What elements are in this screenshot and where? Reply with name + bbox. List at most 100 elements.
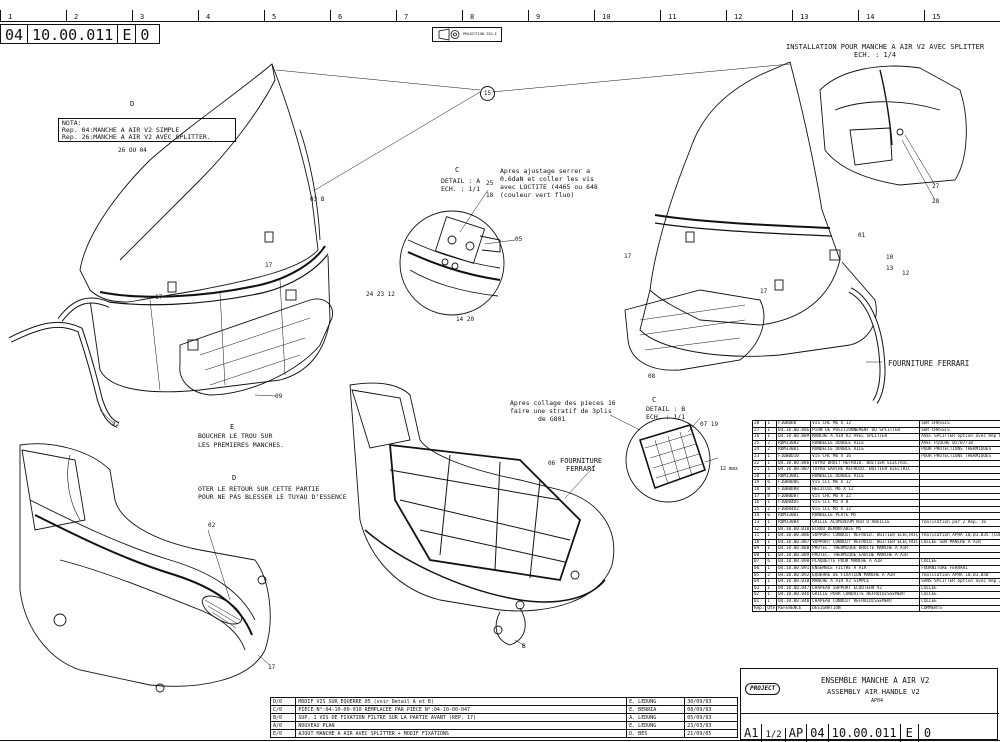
bom-cell-ref: 04.10.00.047: [776, 584, 812, 593]
revision-cell-date: 21/09/05: [684, 729, 738, 738]
bom-cell-note: FOURNITURE FERRARI: [919, 565, 1000, 573]
revision-cell-text: SUP. 1 VIS DE FIXATION FILTRE SUR LA PAR…: [295, 713, 628, 722]
bom-cell-ref: 04.10.00.010: [776, 525, 812, 534]
bom-cell-ref: 04.10.00.087: [776, 466, 812, 474]
revision-cell-rev: C/0: [269, 705, 297, 714]
format: A1: [741, 724, 763, 742]
bom-cell-qty: 1: [765, 466, 778, 474]
boucher-note-line2: LES PREMIERES MANCHES.: [198, 441, 285, 449]
column-tick: [726, 10, 727, 22]
bottom-frame: [0, 740, 1000, 742]
revision-cell-rev: B/0: [269, 713, 297, 722]
bom-cell-note: realisation APRA 10.03.035 (COLLEE): [919, 532, 1000, 540]
bom-cell-rep: 14: [751, 512, 767, 520]
revision-cell-date: 08/09/03: [684, 705, 738, 714]
bom-cell-ref: RDM33002: [776, 439, 812, 448]
ref-12-16: 12: [902, 270, 910, 277]
bom-cell-note: [919, 466, 1000, 474]
bom-cell-note: realisation APRA 10.03.050: [919, 571, 1000, 580]
bom-cell-ref: 04.10.00.089: [776, 551, 812, 560]
bom-cell-desc: SUPPORT CONDUIT REFROID. BOITIER ELECTRI…: [810, 532, 921, 540]
bom-cell-qty: 2: [765, 446, 778, 454]
ref-03-b: 03 B: [310, 196, 325, 203]
bom-cell-desc: RONDELLE PLATE M5: [810, 512, 921, 520]
bom-cell-note: COLLEE: [919, 591, 1000, 600]
bom-cell-rep: 28: [751, 420, 767, 428]
ref-25: 25: [486, 180, 494, 187]
revision-cell-text: MODIF VIS SUR EQUERRE 05 (voir Detail A …: [295, 697, 628, 706]
top-title-box: 04 10.00.011 E 0: [0, 24, 160, 44]
fourniture-ferrari-label-2b: FERRARI: [566, 465, 596, 473]
column-tick: [132, 10, 133, 22]
nota-line1: NOTA:: [62, 119, 82, 127]
bom-cell-note: AVEC PIOCHE 05/07/10: [919, 439, 1000, 448]
bom-cell-desc: RONDELLE DOUBLE AILE: [810, 472, 921, 481]
detail-a-note4: (couleur vert fluo): [500, 191, 575, 199]
ref-17-a: 17: [265, 262, 273, 269]
column-number: 8: [470, 13, 475, 21]
column-number: 11: [668, 13, 677, 21]
bom-cell-note: [919, 505, 1000, 514]
bom-cell-desc: TUYAU GAUCHE REFROID. BOITIER ELECTRIC: [810, 466, 921, 474]
bom-cell-qty: 1: [765, 525, 778, 534]
svg-text:12 max: 12 max: [720, 466, 738, 472]
ref-17-e: 17: [268, 664, 276, 671]
bom-cell-qty: 1: [765, 518, 778, 527]
revision-cell-by: D. BES: [626, 729, 686, 738]
bom-cell-rep: 03: [751, 584, 767, 593]
bom-cell-desc: SUPPORT CONDUIT REFROID. BOITIER ELECTRI…: [810, 538, 921, 547]
detail-b-scale: ECH. : 1/1: [646, 413, 686, 421]
ref-18: 18: [486, 192, 494, 199]
detail-b-note3: de G801: [538, 415, 566, 423]
top-revision: 0: [140, 26, 150, 44]
projection-icon: [438, 28, 460, 41]
revision-cell-date: 23/03/03: [684, 721, 738, 730]
detail-a-letter: C: [455, 166, 460, 174]
bom-cell-qty: 2: [765, 439, 778, 448]
bom-cell-ref: 04.10.00.046: [776, 591, 812, 600]
ref-17-b: 17: [155, 294, 163, 301]
bom-cell-rep: 24: [751, 446, 767, 454]
bom-cell-rep: 27: [751, 426, 767, 435]
bom-cell-desc: ECROU DEMONTABLE M5: [810, 525, 921, 534]
bom-cell-rep: 17: [751, 492, 767, 501]
bom-cell-qty: 1: [765, 420, 778, 428]
top-code: E: [118, 25, 137, 44]
bom-cell-ref: 04.10.00.087: [776, 538, 812, 547]
bom-cell-rep: 15: [751, 505, 767, 514]
top-frame: [0, 0, 1000, 22]
ref-b: B: [522, 643, 526, 650]
bom-cell-ref: F10B0D06: [776, 479, 812, 487]
nota-line2: Rep. 04:MANCHE A AIR V2 SIMPLE: [62, 126, 180, 135]
revision: 0: [923, 726, 932, 740]
title-block-bottom-row: A1 1/2 AP 04 10.00.011 E 0: [741, 713, 999, 742]
oter-note-line2: POUR NE PAS BLESSER LE TUYAU D'ESSENCE: [198, 493, 347, 501]
detail-b: 12 max: [625, 417, 738, 503]
bom-cell-note: [919, 479, 1000, 487]
detail-a-label: DETAIL : A: [441, 177, 481, 185]
bom-cell-qty: 6: [765, 558, 778, 567]
oter-note-line1: OTER LE RETOUR SUR CETTE PARTIE: [198, 485, 320, 493]
bom-cell-rep: 20: [751, 472, 767, 481]
bom-cell-qty: Qte: [765, 604, 778, 613]
bom-cell-desc: EQUERRE DE FIXATION MANCHE A AIR: [810, 571, 921, 580]
bom-cell-desc: VIS CHC M6 X 12: [810, 420, 921, 428]
bom-cell-desc: GRILLE POUR CONDUITE REFROIDISSEMENT: [810, 591, 921, 600]
bom-cell-desc: VIS CLC M6 X 12: [810, 479, 921, 487]
column-tick: [462, 10, 463, 22]
column-number: 15: [932, 13, 941, 21]
revision-cell-rev: A/0: [269, 721, 297, 730]
bom-cell-note: COLLEE: [919, 598, 1000, 606]
detail-a-note2: 0.6daN et coller les vis: [500, 175, 594, 183]
code: E: [901, 724, 919, 742]
ref-28: 28: [932, 198, 940, 205]
revision-cell-text: PIECE N°:04-10-00-010 REMPLACEE PAR PIEC…: [295, 705, 628, 714]
